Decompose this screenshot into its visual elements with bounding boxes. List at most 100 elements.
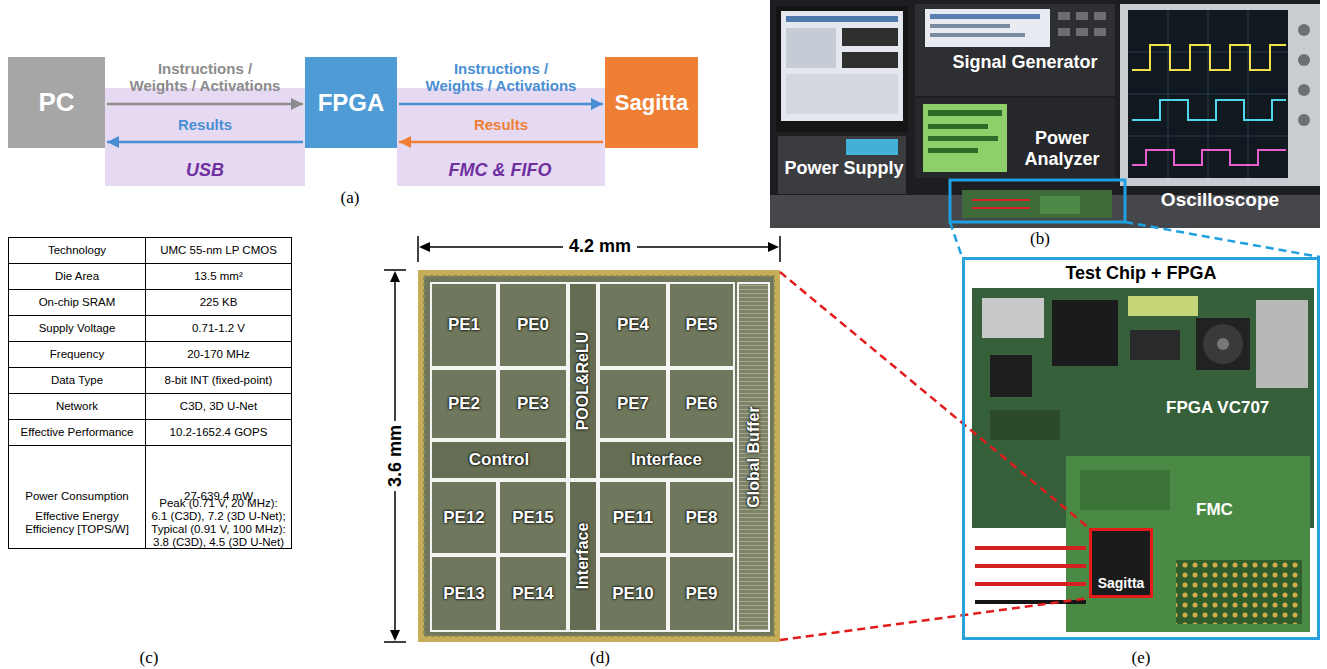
die-block: PE4 — [598, 282, 668, 368]
node-label: PE10 — [612, 584, 654, 604]
lab-photo — [915, 98, 1115, 178]
zoom-guide-red — [780, 598, 1089, 640]
node-label: PE2 — [448, 394, 480, 414]
die-photo — [424, 276, 774, 636]
board-label: FPGA VC707 — [1166, 398, 1296, 418]
lab-photo — [1094, 12, 1106, 20]
data-arrow — [107, 103, 303, 106]
node-label: Global Buffer — [744, 406, 762, 507]
zoom-guide — [950, 222, 1320, 257]
lab-photo — [962, 190, 1112, 218]
panel-label: (b) — [1018, 229, 1062, 249]
lab-photo — [1128, 10, 1288, 178]
instrument-label: Power Supply — [780, 158, 908, 179]
node-label: PE0 — [517, 315, 549, 335]
data-arrow — [399, 141, 603, 144]
dimension-line — [390, 630, 400, 641]
lab-photo — [786, 16, 898, 22]
die-photo — [430, 440, 568, 480]
board-photo — [975, 548, 1086, 584]
board-photo — [1217, 338, 1229, 350]
dimension-line — [384, 236, 780, 642]
panel-label: (a) — [330, 188, 370, 208]
node-label: Interface — [574, 523, 592, 590]
board-photo — [1066, 456, 1310, 632]
lab-photo — [930, 14, 1040, 19]
table-cell: On-chip SRAM — [9, 290, 145, 315]
panel-label: (d) — [580, 648, 620, 668]
node-label: PE1 — [448, 315, 480, 335]
table-cell: 20-170 MHz — [146, 342, 291, 367]
lab-photo — [925, 9, 1050, 47]
node-label: PE15 — [512, 508, 554, 528]
dimension-line — [419, 242, 430, 252]
die-block: PE6 — [668, 368, 735, 440]
dimension-line — [779, 236, 781, 262]
die-block: PE14 — [498, 555, 568, 632]
lab-photo — [930, 24, 1010, 28]
die-block: PE0 — [498, 282, 568, 368]
die-block: PE11 — [598, 480, 668, 555]
node-label: PE4 — [617, 315, 649, 335]
lab-photo — [1076, 28, 1088, 36]
lab-photo — [1132, 150, 1286, 165]
dimension-label: 4.2 mm — [563, 236, 637, 257]
lab-photo — [1132, 45, 1286, 70]
node-label: PE9 — [685, 584, 717, 604]
instrument-label: Power Analyzer — [1012, 128, 1112, 169]
chip-box: Sagitta — [605, 57, 698, 148]
die-block: PE15 — [498, 480, 568, 555]
arrow-label: Results — [424, 116, 578, 133]
lab-photo — [928, 110, 1002, 116]
table-cell: C3D, 3D U-Net — [146, 394, 291, 419]
dimension-line — [768, 242, 779, 252]
table-cell: 8-bit INT (fixed-point) — [146, 368, 291, 393]
table-cell: 13.5 mm² — [146, 264, 291, 289]
board-photo — [1176, 560, 1302, 624]
board-label: FMC — [1196, 500, 1256, 520]
lab-photo — [928, 124, 988, 129]
host-box: PC — [8, 57, 105, 148]
table-grid — [9, 289, 292, 290]
node-label: POOL&ReLU — [574, 332, 592, 431]
lab-photo — [1076, 12, 1088, 20]
lab-photo — [1132, 100, 1286, 120]
node-label: PE12 — [443, 508, 485, 528]
table-grid — [9, 341, 292, 342]
node-label: PE7 — [617, 394, 649, 414]
node-label: PE5 — [685, 315, 717, 335]
table-cell: Network — [9, 394, 145, 419]
dimension-label: 3.6 mm — [385, 421, 406, 491]
lab-photo — [923, 104, 1007, 172]
node-label: Test Chip + FPGA — [1065, 263, 1216, 284]
lab-photo — [786, 28, 836, 68]
table-grid — [9, 367, 292, 368]
lab-photo — [1298, 84, 1310, 96]
table-cell: 0.71-1.2 V — [146, 316, 291, 341]
lab-photo — [1058, 28, 1070, 36]
lab-photo — [928, 148, 978, 153]
lab-photo — [1298, 24, 1310, 36]
panel-label: (e) — [1121, 648, 1161, 668]
die-block: Control — [430, 440, 568, 480]
table-grid — [9, 419, 292, 420]
table-grid — [9, 263, 292, 264]
node-label: Sagitta — [615, 90, 688, 115]
board-photo — [982, 298, 1044, 338]
table-cell: Data Type — [9, 368, 145, 393]
die-block: PE2 — [430, 368, 498, 440]
board-photo — [1080, 470, 1170, 510]
table-grid — [9, 315, 292, 316]
die-block: Interface — [598, 440, 735, 480]
data-arrow — [399, 103, 603, 106]
board-photo — [1052, 300, 1118, 366]
link-band — [105, 88, 305, 186]
die-block: PE1 — [430, 282, 498, 368]
lab-photo — [842, 28, 898, 46]
lab-photo — [786, 74, 898, 114]
lab-photo — [1040, 196, 1080, 214]
lab-photo — [972, 200, 1030, 208]
node-label: Interface — [631, 450, 702, 470]
lab-photo — [1298, 54, 1310, 66]
zoom-frame: Test Chip + FPGASagitta — [962, 257, 1320, 640]
